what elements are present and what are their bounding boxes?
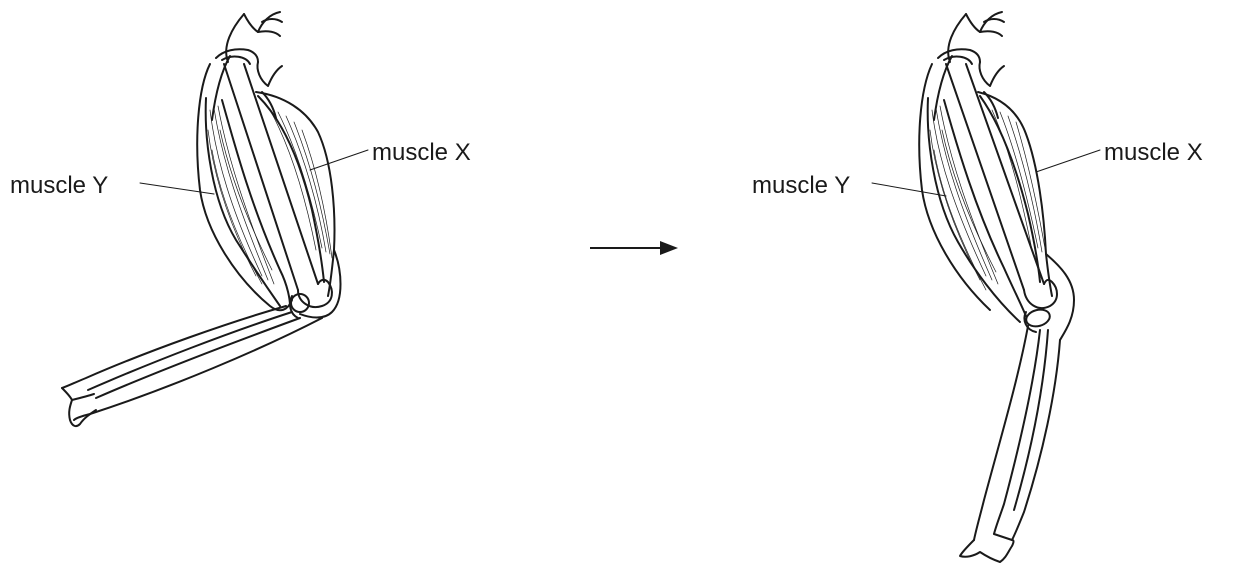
left-label-muscle-x: muscle X [372,139,471,166]
right-muscle-x [977,91,1053,297]
right-arm-straight: muscle X muscle Y [752,11,1203,563]
left-scapula [215,11,283,87]
right-scapula [937,11,1005,87]
right-elbow [1023,253,1075,341]
right-label-line-y [871,182,947,197]
right-muscle-y [926,97,1027,323]
right-label-muscle-y: muscle Y [752,172,850,199]
left-label-line-x [309,149,369,171]
left-label-line-y [139,182,215,195]
left-humerus [221,55,333,308]
left-muscle-y [204,97,291,307]
right-upper-arm-outline [918,63,991,311]
left-upper-arm-outline [196,63,293,312]
right-humerus [943,55,1058,309]
right-forearm [959,325,1061,563]
right-arrow-icon [590,241,678,255]
right-label-line-x [1035,149,1101,173]
left-arm-bent: muscle X muscle Y [10,11,471,428]
right-label-muscle-x: muscle X [1104,139,1203,166]
left-forearm [61,305,323,428]
left-label-muscle-y: muscle Y [10,172,108,199]
left-elbow [289,249,342,319]
left-muscle-x [255,91,336,297]
